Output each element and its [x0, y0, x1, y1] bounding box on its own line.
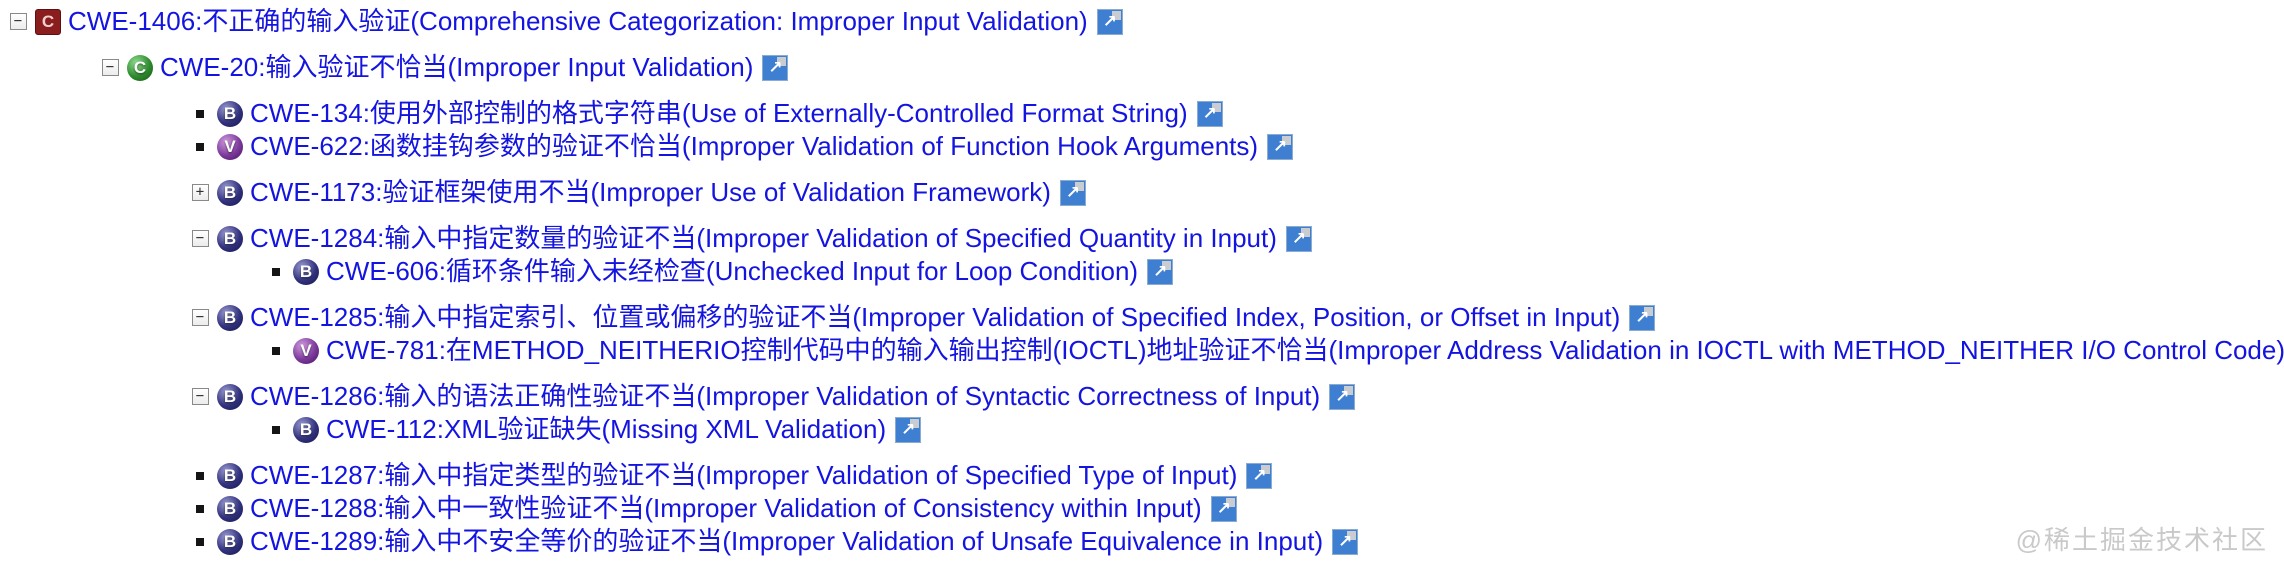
- cwe-node-link[interactable]: CWE-606:循环条件输入未经检查(Unchecked Input for L…: [326, 256, 1139, 286]
- expand-toggle[interactable]: +: [191, 184, 209, 201]
- collapse-toggle[interactable]: −: [191, 230, 209, 247]
- base-icon: B: [217, 179, 243, 206]
- cwe-node-link[interactable]: CWE-1288:输入中一致性验证不当(Improper Validation …: [250, 493, 1202, 523]
- cwe-node-link[interactable]: CWE-781:在METHOD_NEITHERIO控制代码中的输入输出控制(IO…: [326, 335, 2284, 365]
- tree-row: B CWE-1289:输入中不安全等价的验证不当(Improper Valida…: [0, 525, 2284, 558]
- external-link-icon[interactable]: ↗: [1196, 100, 1223, 127]
- bullet-icon: [272, 425, 280, 434]
- external-link-arrow: ↗: [1291, 229, 1306, 248]
- external-link-icon[interactable]: ↗: [1629, 304, 1656, 331]
- tree-row: − B CWE-1285:输入中指定索引、位置或偏移的验证不当(Improper…: [0, 301, 2284, 334]
- toggle-slot: [266, 346, 286, 355]
- tree-row: − B CWE-1284:输入中指定数量的验证不当(Improper Valid…: [0, 222, 2284, 255]
- cwe-node-link[interactable]: CWE-134:使用外部控制的格式字符串(Use of Externally-C…: [250, 98, 1188, 128]
- tree-row: − B CWE-1286:输入的语法正确性验证不当(Improper Valid…: [0, 380, 2284, 413]
- external-link-arrow: ↗: [1635, 308, 1650, 327]
- external-link-icon[interactable]: ↗: [1096, 8, 1123, 35]
- toggle-slot: [266, 425, 286, 434]
- toggle-slot: −: [190, 309, 210, 326]
- cwe-node-link[interactable]: CWE-1284:输入中指定数量的验证不当(Improper Validatio…: [250, 223, 1277, 253]
- tree-row: B CWE-1287:输入中指定类型的验证不当(Improper Validat…: [0, 459, 2284, 492]
- cwe-node-link[interactable]: CWE-1173:验证框架使用不当(Improper Use of Valida…: [250, 177, 1051, 207]
- tree-row: B CWE-134:使用外部控制的格式字符串(Use of Externally…: [0, 97, 2284, 130]
- external-link-icon[interactable]: ↗: [1059, 179, 1086, 206]
- cwe-node-link[interactable]: CWE-112:XML验证缺失(Missing XML Validation): [326, 414, 887, 444]
- base-icon: B: [217, 528, 243, 555]
- tree-row: B CWE-606:循环条件输入未经检查(Unchecked Input for…: [0, 255, 2284, 288]
- external-link-icon[interactable]: ↗: [762, 54, 789, 81]
- toggle-slot: −: [190, 230, 210, 247]
- variant-icon: V: [293, 337, 319, 364]
- toggle-slot: [190, 537, 210, 546]
- bullet-icon: [272, 346, 280, 355]
- external-link-arrow: ↗: [1102, 12, 1117, 31]
- toggle-slot: [190, 142, 210, 151]
- external-link-icon[interactable]: ↗: [895, 416, 922, 443]
- base-icon: B: [217, 100, 243, 127]
- external-link-icon[interactable]: ↗: [1147, 258, 1174, 285]
- cwe-node-link[interactable]: CWE-622:函数挂钩参数的验证不恰当(Improper Validation…: [250, 131, 1259, 161]
- base-icon: B: [217, 462, 243, 489]
- cwe-node-link[interactable]: CWE-1289:输入中不安全等价的验证不当(Improper Validati…: [250, 526, 1324, 556]
- external-link-arrow: ↗: [1152, 262, 1168, 281]
- bullet-icon: [196, 142, 204, 151]
- external-link-icon[interactable]: ↗: [1329, 383, 1356, 410]
- collapse-toggle[interactable]: −: [191, 388, 209, 405]
- external-link-arrow: ↗: [1216, 499, 1231, 518]
- toggle-slot: [190, 504, 210, 513]
- bullet-icon: [196, 471, 204, 480]
- tree-row: V CWE-781:在METHOD_NEITHERIO控制代码中的输入输出控制(…: [0, 334, 2284, 367]
- bullet-icon: [196, 504, 204, 513]
- bullet-icon: [272, 267, 280, 276]
- base-icon: B: [293, 416, 319, 443]
- toggle-slot: −: [8, 13, 28, 30]
- external-link-icon[interactable]: ↗: [1332, 528, 1359, 555]
- category-icon: C: [35, 8, 61, 35]
- tree-row: V CWE-622:函数挂钩参数的验证不恰当(Improper Validati…: [0, 130, 2284, 163]
- external-link-arrow: ↗: [1338, 532, 1353, 551]
- cwe-node-link[interactable]: CWE-1286:输入的语法正确性验证不当(Improper Validatio…: [250, 381, 1321, 411]
- cwe-node-link[interactable]: CWE-1287:输入中指定类型的验证不当(Improper Validatio…: [250, 460, 1238, 490]
- toggle-slot: [266, 267, 286, 276]
- watermark: @稀土掘金技术社区: [2015, 525, 2268, 555]
- toggle-slot: −: [190, 388, 210, 405]
- variant-icon: V: [217, 133, 243, 160]
- cwe-node-link[interactable]: CWE-20:输入验证不恰当(Improper Input Validation…: [160, 52, 754, 82]
- collapse-toggle[interactable]: −: [9, 13, 27, 30]
- tree-row: + B CWE-1173:验证框架使用不当(Improper Use of Va…: [0, 176, 2284, 209]
- cwe-node-link[interactable]: CWE-1285:输入中指定索引、位置或偏移的验证不当(Improper Val…: [250, 302, 1621, 332]
- external-link-arrow: ↗: [1202, 104, 1217, 123]
- toggle-slot: [190, 109, 210, 118]
- external-link-icon[interactable]: ↗: [1246, 462, 1273, 489]
- tree-row: B CWE-112:XML验证缺失(Missing XML Validation…: [0, 413, 2284, 446]
- base-icon: B: [217, 383, 243, 410]
- tree-row: B CWE-1288:输入中一致性验证不当(Improper Validatio…: [0, 492, 2284, 525]
- base-icon: B: [293, 258, 319, 285]
- base-icon: B: [217, 304, 243, 331]
- external-link-arrow: ↗: [900, 420, 916, 439]
- external-link-arrow: ↗: [1065, 183, 1081, 202]
- external-link-arrow: ↗: [1272, 137, 1288, 156]
- toggle-slot: −: [100, 59, 120, 76]
- external-link-arrow: ↗: [1335, 387, 1350, 406]
- external-link-icon[interactable]: ↗: [1267, 133, 1294, 160]
- bullet-icon: [196, 109, 204, 118]
- external-link-arrow: ↗: [1252, 466, 1267, 485]
- collapse-toggle[interactable]: −: [101, 59, 119, 76]
- cwe-node-link[interactable]: CWE-1406:不正确的输入验证(Comprehensive Categori…: [68, 6, 1088, 36]
- external-link-icon[interactable]: ↗: [1285, 225, 1312, 252]
- class-icon: C: [127, 54, 153, 81]
- external-link-arrow: ↗: [768, 58, 783, 77]
- bullet-icon: [196, 537, 204, 546]
- toggle-slot: +: [190, 184, 210, 201]
- tree-row: − C CWE-20:输入验证不恰当(Improper Input Valida…: [0, 51, 2284, 84]
- external-link-icon[interactable]: ↗: [1210, 495, 1237, 522]
- toggle-slot: [190, 471, 210, 480]
- tree-row: − C CWE-1406:不正确的输入验证(Comprehensive Cate…: [0, 5, 2284, 38]
- base-icon: B: [217, 225, 243, 252]
- collapse-toggle[interactable]: −: [191, 309, 209, 326]
- base-icon: B: [217, 495, 243, 522]
